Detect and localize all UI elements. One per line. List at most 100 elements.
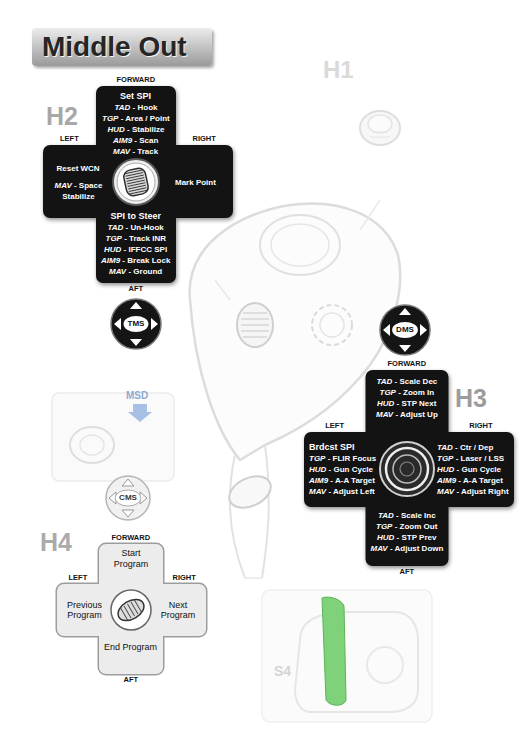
function-name: - Laser / LSS — [453, 454, 504, 463]
function-name: - Gun Cycle — [454, 465, 501, 474]
knob-wheel — [123, 167, 150, 197]
knob-lens — [114, 595, 147, 625]
function-item: TGP - Track INR — [106, 233, 166, 244]
system-name: MAV — [109, 267, 126, 276]
direction-label: AFT — [124, 675, 139, 685]
system-name: TGP — [376, 522, 392, 531]
system-name: MAV — [55, 181, 72, 190]
function-name: - A-A Target — [328, 476, 375, 485]
hat-button: DMS — [378, 303, 432, 357]
hat-ridge — [370, 132, 390, 137]
direction-arrow — [122, 510, 134, 517]
direction-arrow — [130, 302, 142, 309]
function-item: TGP - Laser / LSS — [437, 453, 504, 464]
function-item: AIM9 - Break Lock — [101, 255, 170, 266]
function-item: TAD - Hook — [115, 102, 158, 113]
function-heading: SPI to Steer — [111, 210, 162, 222]
function-name: - Adjust Left — [326, 487, 375, 496]
direction-label: FORWARD — [117, 75, 156, 85]
function-item: Next Program — [155, 600, 202, 621]
direction-arrow — [151, 318, 158, 330]
cross-arm — [57, 584, 206, 636]
function-name: - Adjust Up — [393, 410, 438, 419]
function-item: HUD - Gun Cycle — [437, 464, 501, 475]
function-item: AIM9 - Scan — [113, 135, 158, 146]
direction-arrow — [130, 339, 142, 346]
button-center — [124, 316, 149, 332]
function-item: TAD - Ctr / Dep — [437, 442, 493, 453]
thumb-knob — [380, 442, 434, 496]
system-name: TAD — [115, 103, 131, 112]
system-name: TGP — [437, 454, 453, 463]
direction-label: LEFT — [60, 134, 79, 144]
button-center — [115, 490, 141, 506]
system-name: TAD — [377, 377, 393, 386]
function-item: Start Program — [104, 548, 158, 569]
function-heading: Set SPI — [120, 90, 151, 102]
system-name: HUD — [104, 245, 121, 254]
button-ring — [380, 305, 430, 355]
system-name: TGP — [106, 234, 122, 243]
function-item: MAV - Adjust Right — [437, 486, 509, 497]
msd-arrow — [128, 404, 152, 422]
function-item: MAV - Ground — [109, 266, 162, 277]
direction-arrow — [383, 324, 390, 336]
system-name: HUD — [377, 533, 394, 542]
h1-hat — [360, 111, 400, 145]
grip-wheel — [237, 303, 273, 347]
system-name: TAD — [378, 511, 394, 520]
hat-switch-cross: FORWARDTAD - Scale DecTGP - Zoom InHUD -… — [302, 358, 516, 578]
system-name: TGP — [309, 454, 325, 463]
function-item: Mark Point — [175, 177, 216, 188]
direction-arrow — [399, 345, 411, 352]
wheel-ridge — [129, 190, 147, 194]
system-name: HUD — [309, 465, 326, 474]
knob-face — [117, 163, 155, 201]
function-name: - Adjust Right — [454, 487, 508, 496]
system-name: AIM9 — [309, 476, 328, 485]
function-item: MAV - Adjust Left — [309, 486, 375, 497]
function-name: - Zoom Out — [392, 522, 437, 531]
knob-rim — [113, 159, 159, 205]
function-item: MAV - Adjust Up — [376, 409, 438, 420]
function-name: - STP Prev — [394, 533, 436, 542]
s4-device-outline — [295, 612, 418, 712]
function-item: HUD - IFFCC SPI — [104, 244, 167, 255]
button-center — [392, 322, 418, 338]
function-name: - Ground — [126, 267, 162, 276]
direction-label: RIGHT — [469, 421, 492, 431]
function-item: HUD - STP Prev — [377, 532, 436, 543]
thumb-knob — [111, 590, 151, 630]
function-item: TGP - Zoom In — [380, 387, 435, 398]
function-item: MAV - Track — [113, 146, 158, 157]
system-name: MAV — [113, 147, 130, 156]
button-name: TMS — [128, 319, 145, 329]
grip-head-inner — [271, 224, 329, 266]
grip-pinky-lever — [224, 470, 276, 514]
msd-switch — [70, 427, 114, 463]
system-name: MAV — [309, 487, 326, 496]
system-name: HUD — [377, 399, 394, 408]
function-item: Previous Program — [61, 600, 108, 621]
function-name: - Zoom In — [396, 388, 434, 397]
system-name: AIM9 — [101, 256, 120, 265]
knob-ring — [386, 448, 428, 490]
s4-panel — [262, 590, 432, 722]
direction-label: FORWARD — [388, 359, 427, 369]
knob-ring — [393, 455, 421, 483]
direction-label: LEFT — [69, 573, 88, 583]
system-name: MAV — [437, 487, 454, 496]
hat-button: TMS — [109, 297, 163, 351]
hat-button: CMS — [104, 474, 152, 522]
direction-arrow — [122, 479, 134, 486]
cross-arm — [304, 432, 514, 507]
hat-top — [368, 115, 392, 133]
switch-label: S4 — [274, 664, 291, 678]
title-text: Middle Out — [32, 28, 197, 66]
hat-label: H3 — [455, 386, 487, 411]
function-item: AIM9 - A-A Target — [437, 475, 503, 486]
system-name: TGP — [380, 388, 396, 397]
function-item: TGP - Area / Point — [102, 113, 170, 124]
function-item: HUD - Stabilize — [108, 124, 165, 135]
